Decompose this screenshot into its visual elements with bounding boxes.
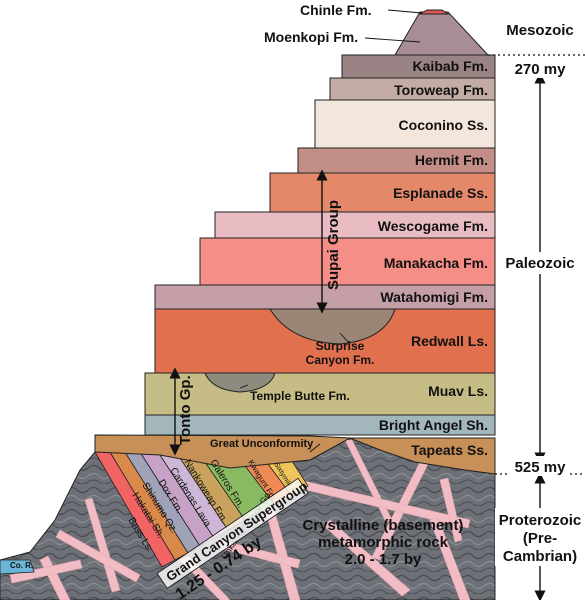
age-270-label: 270 my	[515, 61, 567, 78]
hermit-fm-layer	[297, 147, 496, 174]
mesozoic-peak	[394, 9, 490, 56]
temple-butte-fm-layer	[204, 372, 276, 393]
colorado-river	[0, 559, 35, 575]
toroweap-label: Toroweap Fm.	[394, 82, 488, 98]
basement-label-3: 2.0 - 1.7 by	[345, 551, 422, 568]
paleozoic-layers	[94, 54, 496, 475]
coconino-label: Coconino Ss.	[399, 117, 488, 133]
muav-label: Muav Ls.	[428, 383, 488, 399]
wescogame-label: Wescogame Fm.	[378, 218, 488, 234]
redwall-label: Redwall Ls.	[411, 333, 488, 349]
proterozoic-label-2: (Pre-	[523, 530, 557, 547]
bright-angel-label: Bright Angel Sh.	[379, 417, 488, 433]
paleozoic-label-bg	[500, 252, 582, 274]
temple-butte-label: Temple Butte Fm.	[250, 389, 350, 403]
manakacha-label: Manakacha Fm.	[384, 255, 488, 271]
chinle-label: Chinle Fm.	[300, 2, 372, 18]
surprise-canyon-fm-layer	[269, 308, 396, 345]
moenkopi-fm-layer	[394, 11, 490, 56]
muav-ls-layer	[144, 372, 496, 416]
hermit-label: Hermit Fm.	[415, 152, 488, 168]
manakacha-fm-layer	[199, 237, 496, 286]
age-270-bg	[510, 58, 570, 78]
kaibab-label: Kaibab Fm.	[413, 58, 488, 74]
esplanade-label: Esplanade Ss.	[393, 185, 488, 201]
proterozoic-label-1: Proterozoic	[499, 512, 582, 529]
chinle-fm-layer	[418, 9, 450, 15]
basement-label-1: Crystalline (basement)	[303, 517, 464, 534]
river-label: Co. R.	[10, 561, 33, 570]
age-525-label: 525 my	[515, 459, 567, 476]
proterozoic-label-bg	[495, 508, 585, 566]
basement-label-2: metamorphic rock	[318, 534, 449, 551]
tapeats-ss-layer	[94, 434, 496, 475]
mesozoic-label: Mesozoic	[506, 22, 574, 39]
great-unconformity-label: Great Unconformity	[210, 438, 314, 450]
tapeats-label: Tapeats Ss.	[411, 442, 488, 458]
surprise-label-1: Surprise	[316, 339, 365, 353]
mesozoic-label-bg	[500, 18, 580, 40]
moenkopi-label: Moenkopi Fm.	[264, 29, 358, 45]
tonto-group-label: Tonto Gp.	[177, 375, 194, 445]
coconino-ss-layer	[314, 99, 496, 149]
supai-group-label: Supai Group	[325, 200, 342, 290]
age-525-bg	[510, 456, 570, 476]
surprise-label-2: Canyon Fm.	[306, 353, 375, 367]
paleozoic-label: Paleozoic	[505, 255, 574, 272]
proterozoic-label-3: Cambrian)	[503, 548, 577, 565]
watahomigi-label: Watahomigi Fm.	[380, 289, 488, 305]
leader-lines	[239, 9, 423, 453]
esplanade-ss-layer	[269, 172, 496, 213]
